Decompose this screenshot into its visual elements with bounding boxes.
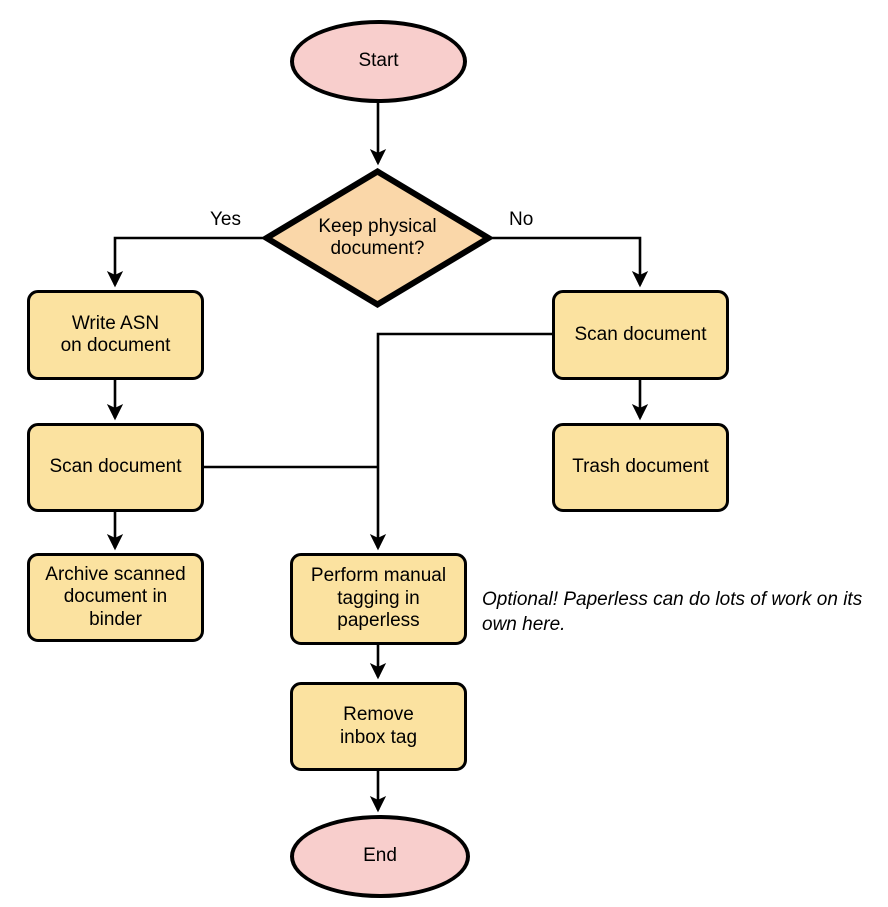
edge-scan-right-to-tagging xyxy=(369,332,552,551)
node-write-asn-label: Write ASN on document xyxy=(60,312,171,356)
decision-shape xyxy=(263,168,492,308)
node-scan-document-right[interactable]: Scan document xyxy=(552,290,729,380)
node-remove-inbox-tag[interactable]: Remove inbox tag xyxy=(290,682,467,771)
node-end-label: End xyxy=(363,845,397,867)
node-archive-scanned-document[interactable]: Archive scanned document in binder xyxy=(27,553,204,642)
edge-label-yes: Yes xyxy=(210,209,241,230)
node-perform-manual-tagging[interactable]: Perform manual tagging in paperless xyxy=(290,553,467,645)
node-end[interactable]: End xyxy=(290,815,470,898)
node-scan-document-left[interactable]: Scan document xyxy=(27,423,204,512)
node-trash-document[interactable]: Trash document xyxy=(552,423,729,512)
node-archive-scanned-document-label: Archive scanned document in binder xyxy=(45,563,186,630)
node-start-label: Start xyxy=(358,50,399,72)
node-decision[interactable]: Keep physical document? xyxy=(263,168,492,308)
edge-decision-no-to-scan-right xyxy=(492,236,649,288)
node-trash-document-label: Trash document xyxy=(572,456,709,478)
edge-decision-yes-to-write-asn xyxy=(106,236,263,288)
node-scan-document-right-label: Scan document xyxy=(574,323,707,345)
node-perform-manual-tagging-label: Perform manual tagging in paperless xyxy=(310,565,447,632)
node-start[interactable]: Start xyxy=(290,20,467,103)
annotation-optional-note: Optional! Paperless can do lots of work … xyxy=(482,589,863,635)
node-remove-inbox-tag-label: Remove inbox tag xyxy=(339,704,418,748)
node-write-asn[interactable]: Write ASN on document xyxy=(27,290,204,380)
node-decision-label: Keep physical document? xyxy=(318,215,437,259)
node-scan-document-left-label: Scan document xyxy=(49,456,182,478)
edge-label-no: No xyxy=(509,209,534,230)
